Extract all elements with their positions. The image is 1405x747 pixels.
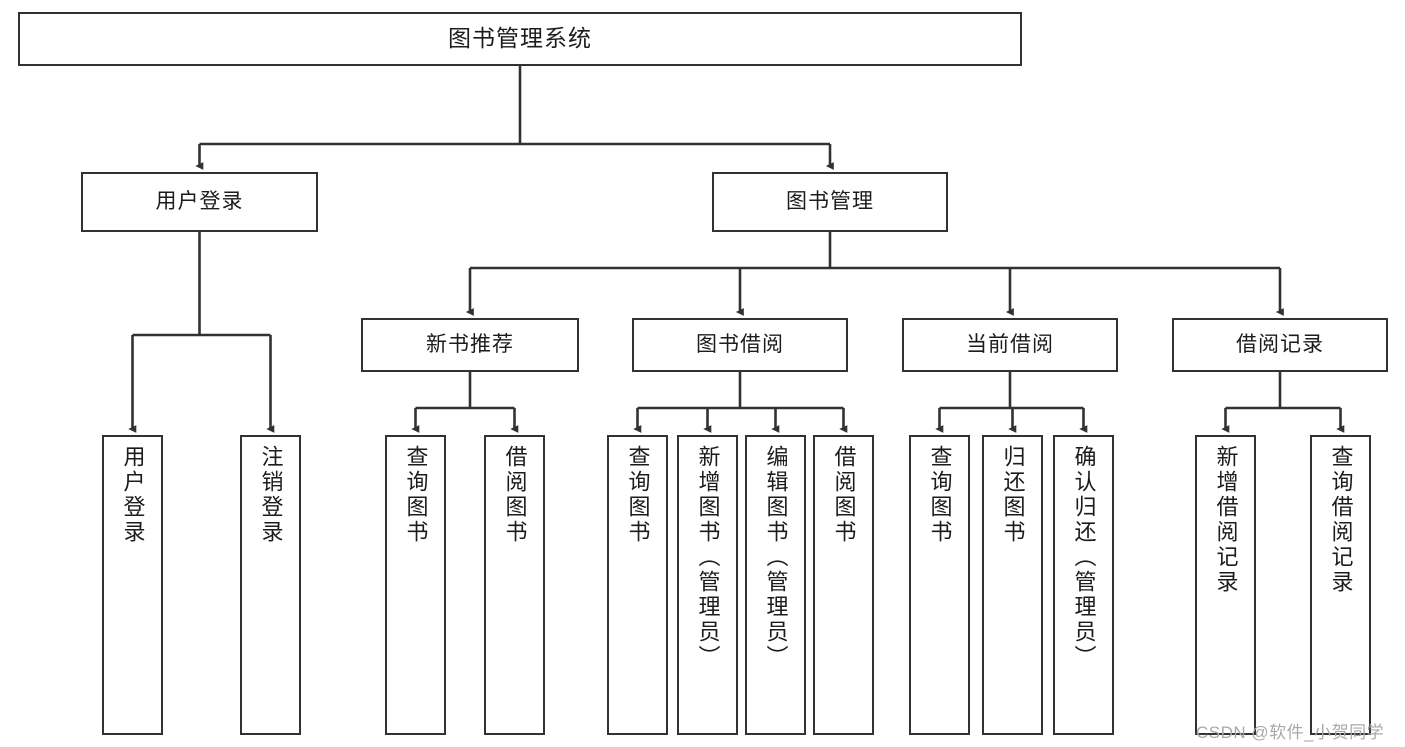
node-label: 查询图书 <box>403 445 429 545</box>
node-current-borrow[interactable]: 当前借阅 <box>902 318 1118 372</box>
node-root-book-management-system[interactable]: 图书管理系统 <box>18 12 1022 66</box>
node-book-borrow[interactable]: 图书借阅 <box>632 318 848 372</box>
node-leaf-query-borrow-record[interactable]: 查询借阅记录 <box>1310 435 1371 735</box>
node-label: 查询借阅记录 <box>1328 445 1354 595</box>
node-label: 借阅记录 <box>1236 332 1324 356</box>
node-label: 图书借阅 <box>696 332 784 356</box>
node-label: 图书管理系统 <box>448 25 592 52</box>
node-new-book-recommend[interactable]: 新书推荐 <box>361 318 579 372</box>
node-label: 编辑图书（管理员） <box>763 445 789 670</box>
node-leaf-return-book[interactable]: 归还图书 <box>982 435 1043 735</box>
node-label: 确认归还（管理员） <box>1071 445 1097 670</box>
node-label: 新增借阅记录 <box>1213 445 1239 595</box>
node-label: 用户登录 <box>120 445 146 545</box>
node-label: 借阅图书 <box>831 445 857 545</box>
node-leaf-add-book-admin[interactable]: 新增图书（管理员） <box>677 435 738 735</box>
node-leaf-query-book-recommend[interactable]: 查询图书 <box>385 435 446 735</box>
node-leaf-user-login[interactable]: 用户登录 <box>102 435 163 735</box>
node-leaf-add-borrow-record[interactable]: 新增借阅记录 <box>1195 435 1256 735</box>
csdn-watermark: CSDN @软件_小贺同学 <box>1196 723 1385 742</box>
node-label: 当前借阅 <box>966 332 1054 356</box>
node-book-management[interactable]: 图书管理 <box>712 172 948 232</box>
node-user-login[interactable]: 用户登录 <box>81 172 318 232</box>
node-leaf-query-book-current[interactable]: 查询图书 <box>909 435 970 735</box>
node-label: 查询图书 <box>927 445 953 545</box>
node-label: 新增图书（管理员） <box>695 445 721 670</box>
node-label: 新书推荐 <box>426 332 514 356</box>
node-label: 归还图书 <box>1000 445 1026 545</box>
node-label: 借阅图书 <box>502 445 528 545</box>
node-leaf-borrow-book-recommend[interactable]: 借阅图书 <box>484 435 545 735</box>
node-label: 图书管理 <box>786 189 874 213</box>
node-label: 查询图书 <box>625 445 651 545</box>
node-leaf-query-book-borrow[interactable]: 查询图书 <box>607 435 668 735</box>
node-borrow-record[interactable]: 借阅记录 <box>1172 318 1388 372</box>
node-leaf-borrow-book[interactable]: 借阅图书 <box>813 435 874 735</box>
node-leaf-edit-book-admin[interactable]: 编辑图书（管理员） <box>745 435 806 735</box>
node-leaf-logout[interactable]: 注销登录 <box>240 435 301 735</box>
node-leaf-confirm-return-admin[interactable]: 确认归还（管理员） <box>1053 435 1114 735</box>
node-label: 用户登录 <box>155 189 244 213</box>
node-label: 注销登录 <box>258 445 284 545</box>
